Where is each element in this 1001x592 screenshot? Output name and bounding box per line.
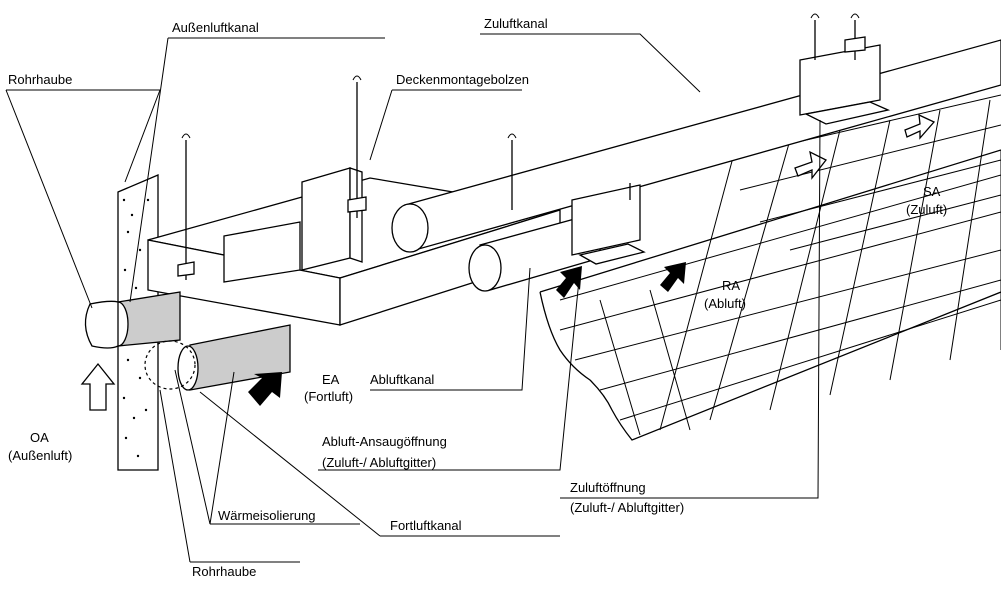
sa-airflow-arrows: [794, 113, 936, 180]
leader-lines: [5, 33, 821, 563]
label-ra-desc: (Abluft): [704, 296, 746, 311]
ceiling-hangers: [177, 13, 866, 280]
label-zuluftkanal: Zuluftkanal: [484, 16, 548, 31]
label-ea-desc: (Fortluft): [304, 389, 353, 404]
label-abluft-ansaug: Abluft-Ansaugöffnung: [322, 434, 447, 449]
label-aussenluftkanal: Außenluftkanal: [172, 20, 259, 35]
label-rohrhaube-top: Rohrhaube: [8, 72, 72, 87]
ea-airflow-arrow: [248, 372, 282, 406]
label-ra-code: RA: [722, 278, 740, 293]
label-oa-desc: (Außenluft): [8, 448, 72, 463]
label-sa-desc: (Zuluft): [906, 202, 947, 217]
unit-panel: [223, 221, 301, 283]
label-waermeisolierung: Wärmeisolierung: [218, 508, 316, 523]
rohrhaube-hood-oa: [84, 300, 119, 349]
ceiling-grid-lines: [559, 94, 1001, 436]
outside-air-duct: [84, 291, 181, 349]
label-zuluftoeffnung: Zuluftöffnung: [570, 480, 646, 495]
label-zuluftoeffnung-sub: (Zuluft-/ Abluftgitter): [570, 500, 684, 515]
label-abluft-ansaug-sub: (Zuluft-/ Abluftgitter): [322, 455, 436, 470]
supply-air-grille-box: [799, 44, 891, 125]
label-oa-code: OA: [30, 430, 49, 445]
rohrhaube-hood-ea: [144, 340, 196, 390]
label-deckenmontagebolzen: Deckenmontagebolzen: [396, 72, 529, 87]
return-air-grille-box: [571, 184, 646, 265]
label-sa-code: SA: [923, 184, 941, 199]
ra-airflow-arrows: [556, 262, 686, 298]
ceiling-grid: [539, 74, 1001, 441]
label-abluftkanal: Abluftkanal: [370, 372, 434, 387]
label-ea-code: EA: [322, 372, 340, 387]
exhaust-duct: [468, 211, 601, 292]
control-box: [301, 167, 351, 271]
label-fortluftkanal: Fortluftkanal: [390, 518, 462, 533]
label-rohrhaube-bottom: Rohrhaube: [192, 564, 256, 579]
oa-airflow-arrow: [80, 362, 116, 411]
